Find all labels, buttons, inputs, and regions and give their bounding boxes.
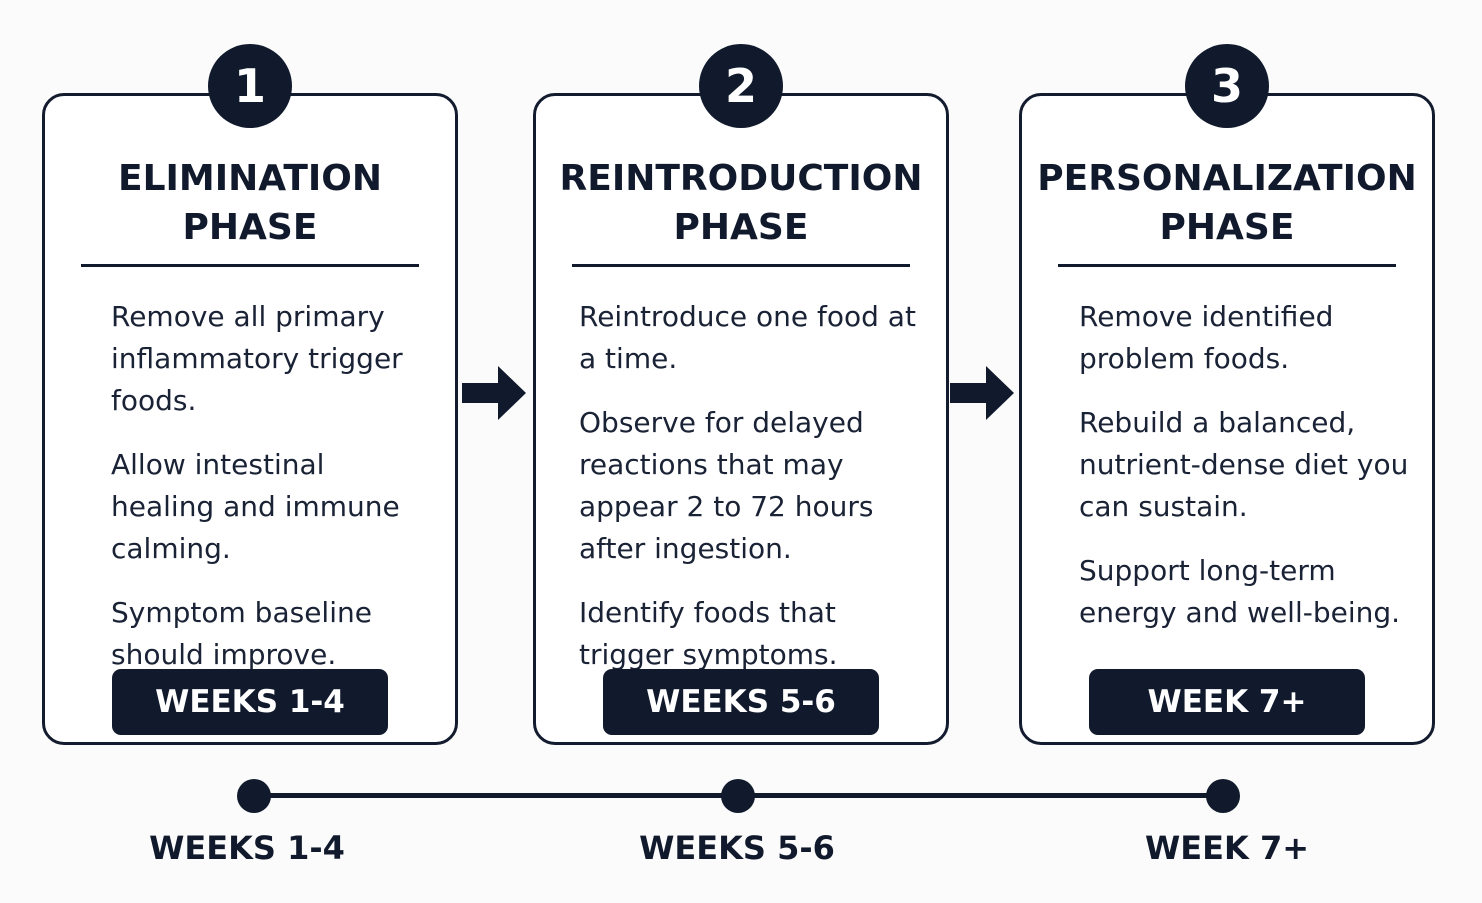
phase-point: Reintroduce one food at a time. <box>579 300 916 375</box>
phase-title-line-1: ELIMINATION <box>117 158 383 199</box>
phase-card-personalization: 3 PERSONALIZATION PHASE Remove identifie… <box>1019 44 1435 745</box>
timeline-label: WEEK 7+ <box>1144 829 1310 867</box>
phase-title: PERSONALIZATION PHASE <box>1022 154 1432 252</box>
phase-duration-pill: WEEKS 5-6 <box>603 669 879 735</box>
phase-description: Reintroduce one food at a time. Observe … <box>579 296 924 676</box>
timeline-dot-icon <box>721 779 755 813</box>
timeline-label: WEEKS 5-6 <box>639 829 835 867</box>
phase-point: Observe for delayed reactions that may a… <box>579 406 874 565</box>
phase-description: Remove all primary inflammatory trigger … <box>111 296 433 698</box>
arrow-right-icon <box>950 366 1014 420</box>
phase-point: Rebuild a balanced, nutrient-dense diet … <box>1079 406 1409 523</box>
phase-title-line-2: PHASE <box>1159 207 1295 248</box>
timeline-dot-icon <box>237 779 271 813</box>
title-divider <box>1058 264 1396 267</box>
phase-number-badge: 2 <box>699 44 783 128</box>
phase-point: Identify foods that trigger symptoms. <box>579 596 838 671</box>
phase-title-line-1: PERSONALIZATION <box>1037 158 1417 199</box>
phase-title: REINTRODUCTION PHASE <box>536 154 946 252</box>
phase-description: Remove identified problem foods. Rebuild… <box>1079 296 1410 656</box>
phase-point: Support long-term energy and well-being. <box>1079 554 1401 629</box>
phase-number-badge: 1 <box>208 44 292 128</box>
phase-point: Remove all primary inflammatory trigger … <box>111 300 403 417</box>
phase-card-elimination: 1 ELIMINATION PHASE Remove all primary i… <box>42 44 458 745</box>
phase-card-reintroduction: 2 REINTRODUCTION PHASE Reintroduce one f… <box>533 44 949 745</box>
phase-point: Remove identified problem foods. <box>1079 300 1334 375</box>
phase-duration-pill: WEEKS 1-4 <box>112 669 388 735</box>
phase-title-line-2: PHASE <box>673 207 809 248</box>
title-divider <box>572 264 910 267</box>
phase-number-badge: 3 <box>1185 44 1269 128</box>
phase-title-line-2: PHASE <box>182 207 318 248</box>
title-divider <box>81 264 419 267</box>
phase-point: Symptom baseline should improve. <box>111 596 372 671</box>
phase-title-line-1: REINTRODUCTION <box>559 158 923 199</box>
timeline-label: WEEKS 1-4 <box>149 829 345 867</box>
arrow-right-icon <box>462 366 526 420</box>
timeline-dot-icon <box>1206 779 1240 813</box>
phase-duration-pill: WEEK 7+ <box>1089 669 1365 735</box>
phase-point: Allow intestinal healing and immune calm… <box>111 448 400 565</box>
phase-title: ELIMINATION PHASE <box>45 154 455 252</box>
